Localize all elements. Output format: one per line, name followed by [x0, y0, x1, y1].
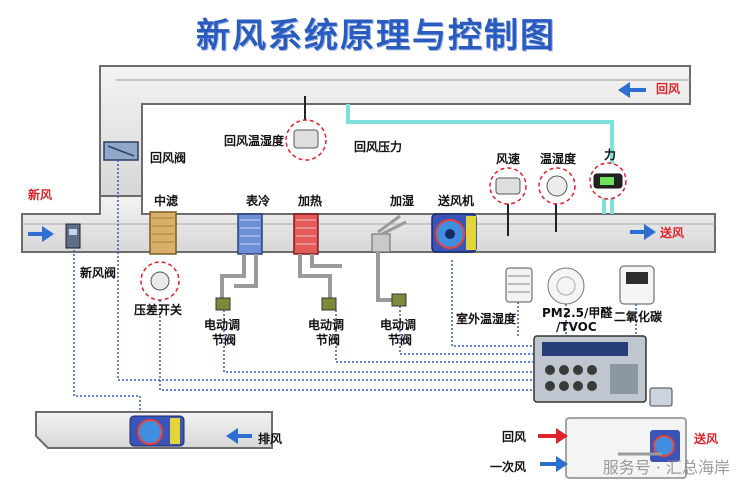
supply-air-arrow [630, 224, 656, 240]
fresh-air-label: 新风 [28, 188, 53, 202]
humidify-label: 加湿 [390, 194, 415, 208]
medium-filter [149, 211, 177, 255]
inset-panel-device [649, 387, 673, 407]
air-speed-label: 风速 [496, 152, 521, 166]
air-speed-sensor-body [495, 177, 521, 195]
exhaust-arrow [226, 428, 252, 444]
diff-pressure-gauge [150, 271, 170, 291]
valve-cool-label-line1: 电动调 [204, 318, 241, 332]
temp-humidity-label: 温湿度 [540, 152, 577, 166]
inset-return-label: 回风 [502, 430, 527, 444]
fresh-damper [65, 223, 81, 249]
co2-label: 二氧化碳 [614, 310, 663, 324]
outdoor-sensors [505, 265, 655, 305]
diff-pressure-switch-label: 压差开关 [134, 303, 183, 317]
return-air-top-label: 回风 [656, 82, 681, 96]
heating-coil [293, 213, 319, 255]
valve-hum-body [391, 293, 407, 307]
exhaust-duct [35, 411, 273, 449]
temp-sensor-body [546, 175, 568, 197]
watermark: 服务号 · 汇总海岸 [602, 458, 730, 477]
co2-sensor [619, 265, 655, 305]
medium-filter-label: 中滤 [154, 194, 179, 208]
valve-cool-label-line2: 节阀 [212, 333, 237, 347]
valve-heat-label-line2: 节阀 [316, 333, 341, 347]
page-title: 新风系统原理与控制图 [196, 16, 556, 56]
return-damper [103, 141, 139, 161]
outdoor-temp-sensor [505, 267, 533, 303]
supply-air-label: 送风 [660, 226, 685, 240]
supply-fan-label: 送风机 [438, 194, 475, 208]
pm-label-line1: PM2.5/甲醛 [542, 306, 613, 320]
return-pressure-label: 回风压力 [354, 140, 403, 154]
surface-cooler-coil [237, 213, 263, 255]
coil-piping [220, 252, 398, 302]
valve-hum-label-line2: 节阀 [388, 333, 413, 347]
fresh-air-arrow [28, 226, 54, 242]
inset-return-arrow [538, 428, 568, 444]
control-wiring [73, 160, 637, 418]
pressure-label: 力 [604, 148, 617, 162]
pressure-sensor-display [600, 177, 614, 185]
valves [215, 293, 407, 311]
inset-primary-label: 一次风 [490, 460, 527, 474]
valve-heat-body [321, 297, 337, 311]
valve-hum-label-line1: 电动调 [380, 318, 417, 332]
return-temp-humidity-label: 回风温湿度 [224, 134, 285, 148]
inset-unit [538, 417, 687, 479]
return-air-arrow-top [618, 82, 646, 98]
return-temp-sensor-body [293, 129, 319, 149]
valve-cool-body [215, 297, 231, 311]
pm-sensor [547, 267, 585, 305]
supply-fan [431, 213, 477, 253]
controller [533, 335, 647, 403]
valve-heat-label-line1: 电动调 [308, 318, 345, 332]
exhaust-label: 排风 [258, 432, 283, 446]
pm-label-line2: /TVOC [556, 320, 597, 334]
return-damper-label: 回风阀 [150, 151, 187, 165]
heating-label: 加热 [298, 194, 323, 208]
surface-cooler-label: 表冷 [246, 194, 271, 208]
fresh-damper-label: 新风阀 [80, 266, 117, 280]
inset-supply-label: 送风 [694, 432, 719, 446]
outdoor-temp-humidity-label: 室外温湿度 [456, 312, 517, 326]
humidifier [371, 214, 407, 253]
inset-primary-arrow [540, 456, 568, 472]
